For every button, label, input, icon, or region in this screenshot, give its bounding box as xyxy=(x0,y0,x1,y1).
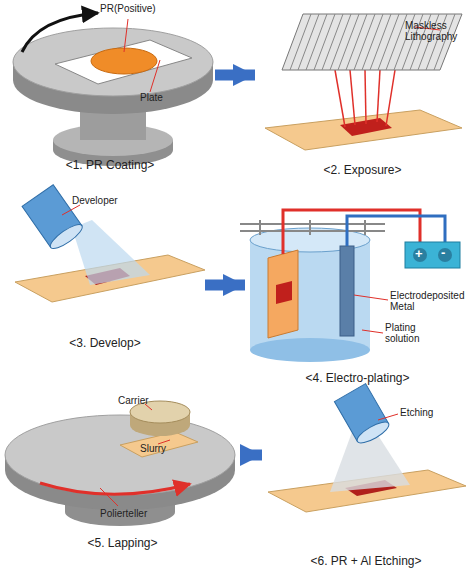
leader-line xyxy=(354,295,388,300)
rotation-arrow xyxy=(40,483,190,494)
leader-line xyxy=(150,60,160,92)
plate xyxy=(265,110,462,150)
tank-body xyxy=(250,240,370,350)
polarity-sign: + xyxy=(415,248,423,259)
rack-post xyxy=(259,220,261,235)
power-supply xyxy=(405,242,460,268)
leader-line xyxy=(362,330,383,333)
lapping-machine xyxy=(5,401,235,526)
part-label: Plate xyxy=(140,92,163,103)
leader-line xyxy=(124,19,128,52)
light-beam xyxy=(350,70,355,125)
etching-setup xyxy=(268,384,466,512)
terminal xyxy=(413,248,427,262)
part-label: Maskless Lithography xyxy=(405,20,465,42)
beaker-mouth xyxy=(47,221,85,253)
spin-coater xyxy=(13,13,213,166)
rack-bar xyxy=(240,223,385,225)
rack-post xyxy=(309,220,311,235)
light-beam xyxy=(365,70,366,124)
step-caption: <2. Exposure> xyxy=(323,163,401,177)
leader-line xyxy=(100,488,118,506)
developer-beaker xyxy=(22,185,85,253)
process-arrow xyxy=(240,450,262,461)
process-step: <5. Lapping> xyxy=(5,385,240,550)
rack-post xyxy=(364,220,366,235)
part-label: PR(Positive) xyxy=(100,3,156,14)
leader-line xyxy=(62,205,80,215)
step-caption: <4. Electro-plating> xyxy=(305,371,409,385)
step-caption: <3. Develop> xyxy=(69,336,140,350)
terminal xyxy=(438,248,452,262)
light-beam xyxy=(386,70,395,126)
developer-spray xyxy=(72,220,150,285)
rack xyxy=(240,220,385,235)
part-label: Electrodeposited Metal xyxy=(390,290,472,312)
process-step: <1. PR Coating> xyxy=(5,5,215,172)
process-arrow xyxy=(215,70,255,81)
part-label: Plating solution xyxy=(385,322,445,344)
process-step: <3. Develop> xyxy=(5,185,205,350)
part-label: Slurry xyxy=(140,443,166,454)
part-label: Polierteller xyxy=(100,508,147,519)
pattern xyxy=(276,281,292,304)
step-caption: <5. Lapping> xyxy=(87,536,157,550)
plating-setup xyxy=(240,210,460,362)
develop-setup xyxy=(15,185,205,302)
step-caption: <6. PR + Al Etching> xyxy=(310,554,421,568)
part-label: Carrier xyxy=(118,395,149,406)
tank-bottom xyxy=(250,338,370,362)
light-beam xyxy=(335,70,345,127)
process-step: <6. PR + Al Etching> xyxy=(262,390,470,568)
light-beam xyxy=(377,70,380,122)
leader-line xyxy=(378,414,398,420)
part-label: Developer xyxy=(72,195,118,206)
chuck-top xyxy=(13,28,213,96)
workpiece xyxy=(268,250,298,338)
process-arrow xyxy=(205,280,245,291)
rack-bar xyxy=(240,230,385,232)
beaker-mouth xyxy=(354,418,391,446)
light-beams xyxy=(335,70,395,127)
polishing-platen xyxy=(5,415,235,495)
etchant-beaker xyxy=(334,384,391,447)
step-caption: <1. PR Coating> xyxy=(66,158,155,172)
rotation-arrow xyxy=(22,13,98,52)
plate xyxy=(55,40,192,84)
part-label: Etching xyxy=(400,407,433,418)
polarity-sign: - xyxy=(441,247,445,258)
anode-metal xyxy=(340,246,354,336)
